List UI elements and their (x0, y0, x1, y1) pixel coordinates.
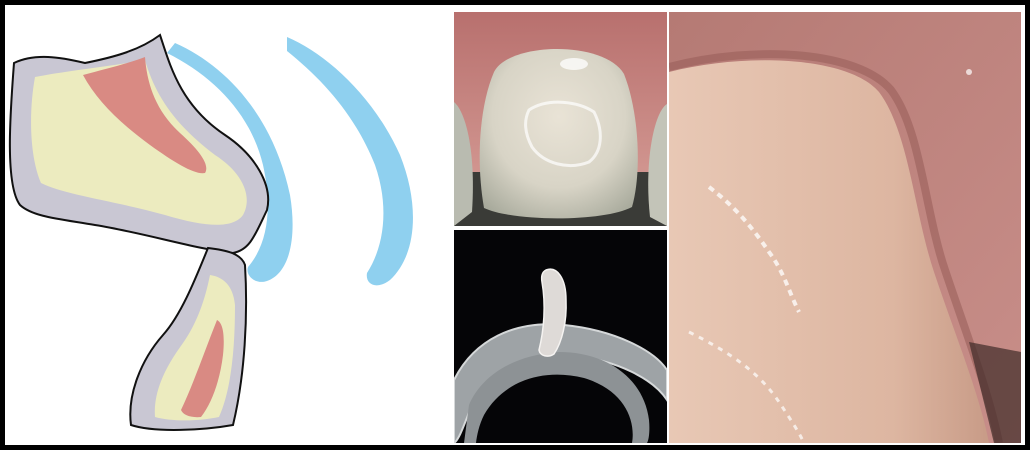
central-incisor (480, 49, 638, 218)
incisor-photo (454, 12, 667, 226)
veneer-shell (287, 37, 413, 285)
margin-macro-photo (669, 12, 1021, 443)
tooth-veneer-diagram (5, 5, 450, 445)
shine-spot (560, 58, 588, 70)
gum-highlight (966, 69, 972, 75)
veneer-shell-photo (454, 230, 667, 443)
